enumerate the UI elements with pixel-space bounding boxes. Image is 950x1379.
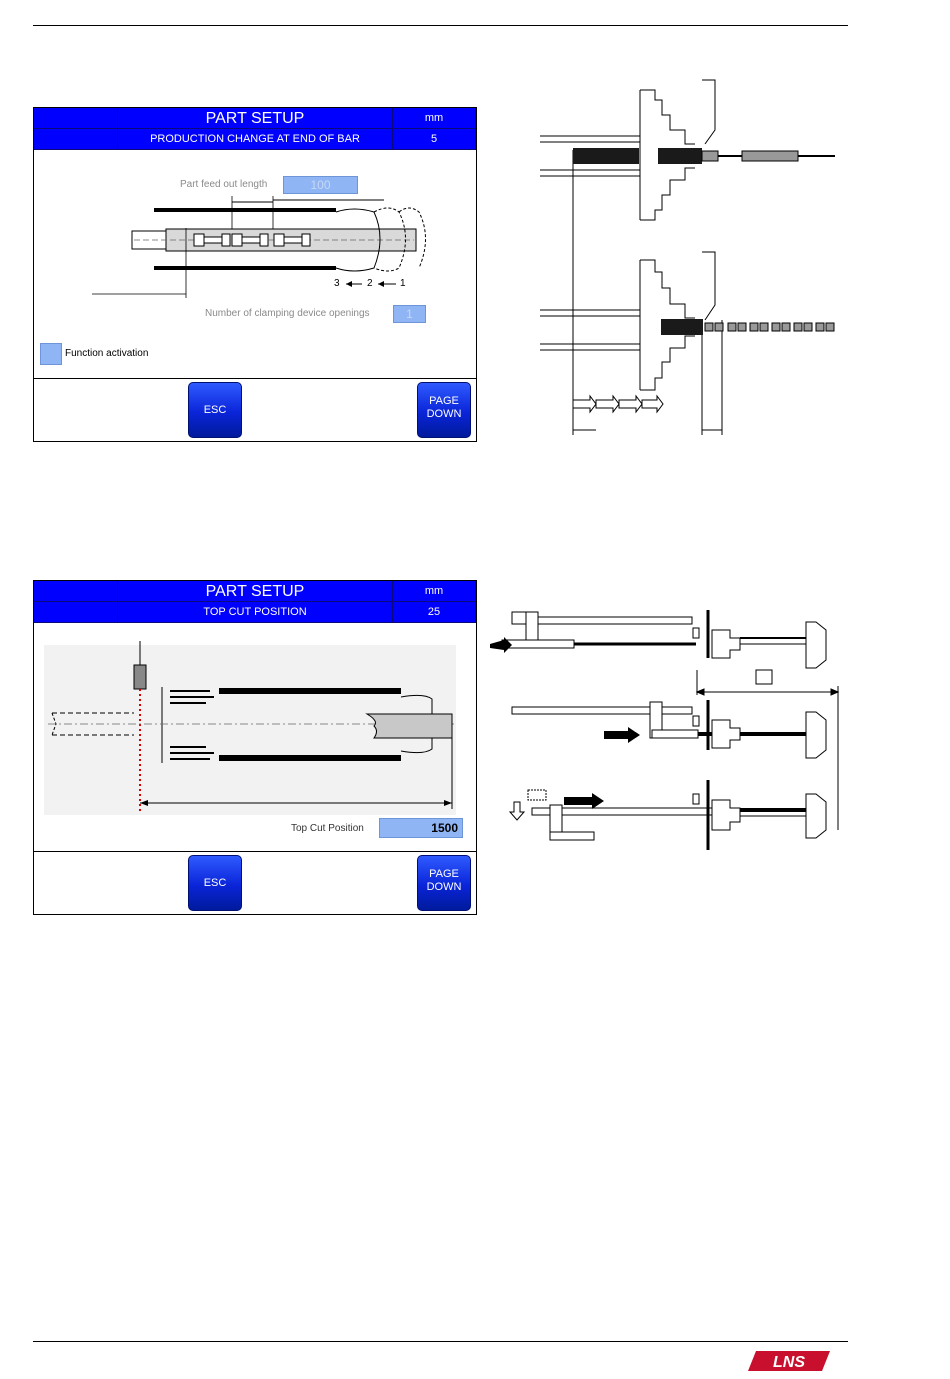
function-activation-label: Function activation [65,348,148,359]
clamp-openings-input[interactable]: 1 [393,305,426,323]
bar-feed-diagram [34,108,476,378]
loader-illustration-bottom [490,600,850,860]
top-rule [33,25,848,26]
svg-text:LNS: LNS [773,1354,805,1371]
lns-logo-icon: LNS [748,1349,830,1373]
bottom-rule [33,1341,848,1342]
top-cut-label: Top Cut Position [291,823,364,834]
clamp-openings-label: Number of clamping device openings [205,308,370,319]
top-cut-input[interactable]: 1500 [379,818,463,838]
page-down-button[interactable]: PAGE DOWN [417,855,471,911]
button-bar: ESC PAGE DOWN [34,378,476,441]
top-cut-diagram [34,581,476,851]
lns-logo: LNS [748,1349,830,1373]
screen-top-cut-position: PART SETUP TOP CUT POSITION mm 25 Top Cu… [33,580,477,915]
sequence-1: 1 [400,278,406,289]
esc-button[interactable]: ESC [188,855,242,911]
sequence-3: 3 [334,278,340,289]
button-bar: ESC PAGE DOWN [34,851,476,914]
spindle-illustration-top [530,80,850,440]
function-activation-checkbox[interactable] [40,343,62,365]
screen-production-change: PART SETUP PRODUCTION CHANGE AT END OF B… [33,107,477,442]
esc-button[interactable]: ESC [188,382,242,438]
sequence-2: 2 [367,278,373,289]
page-down-button[interactable]: PAGE DOWN [417,382,471,438]
